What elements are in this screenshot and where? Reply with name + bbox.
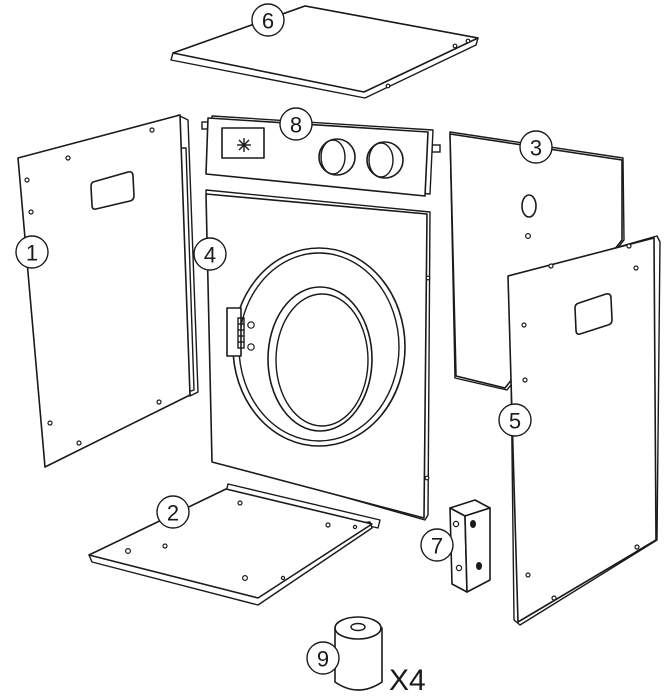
svg-text:1: 1: [26, 241, 38, 266]
callout-1: 1: [15, 235, 49, 269]
snowflake-icon: [237, 138, 251, 152]
svg-text:9: 9: [317, 647, 329, 672]
control-panel: [201, 115, 441, 197]
door-latch: [226, 307, 255, 357]
foot: [334, 616, 383, 691]
svg-text:8: 8: [290, 113, 302, 138]
side-panel-right: [507, 235, 661, 626]
svg-text:5: 5: [509, 409, 521, 434]
svg-text:6: 6: [262, 9, 274, 34]
callout-6: 6: [251, 3, 285, 37]
svg-text:4: 4: [204, 243, 216, 268]
back-panel: [449, 131, 625, 391]
callout-8: 8: [279, 107, 313, 141]
svg-text:7: 7: [431, 534, 443, 559]
control-knob-left: [318, 138, 356, 176]
svg-text:3: 3: [530, 136, 542, 161]
callout-9: 9: [306, 641, 340, 675]
corner-bracket: [449, 499, 491, 593]
foot-quantity-label: X4: [389, 664, 426, 697]
door-window: [267, 286, 373, 432]
bottom-panel: [88, 483, 381, 606]
callout-4: 4: [193, 237, 227, 271]
control-knob-right: [366, 141, 404, 179]
front-door-panel: [205, 189, 431, 521]
callout-7: 7: [420, 528, 454, 562]
callout-3: 3: [519, 130, 553, 164]
callout-5: 5: [498, 403, 532, 437]
side-panel-left: [17, 114, 199, 468]
callout-2: 2: [156, 495, 190, 529]
top-panel: [170, 5, 479, 99]
control-panel-display: [221, 127, 265, 159]
svg-text:2: 2: [167, 501, 179, 526]
